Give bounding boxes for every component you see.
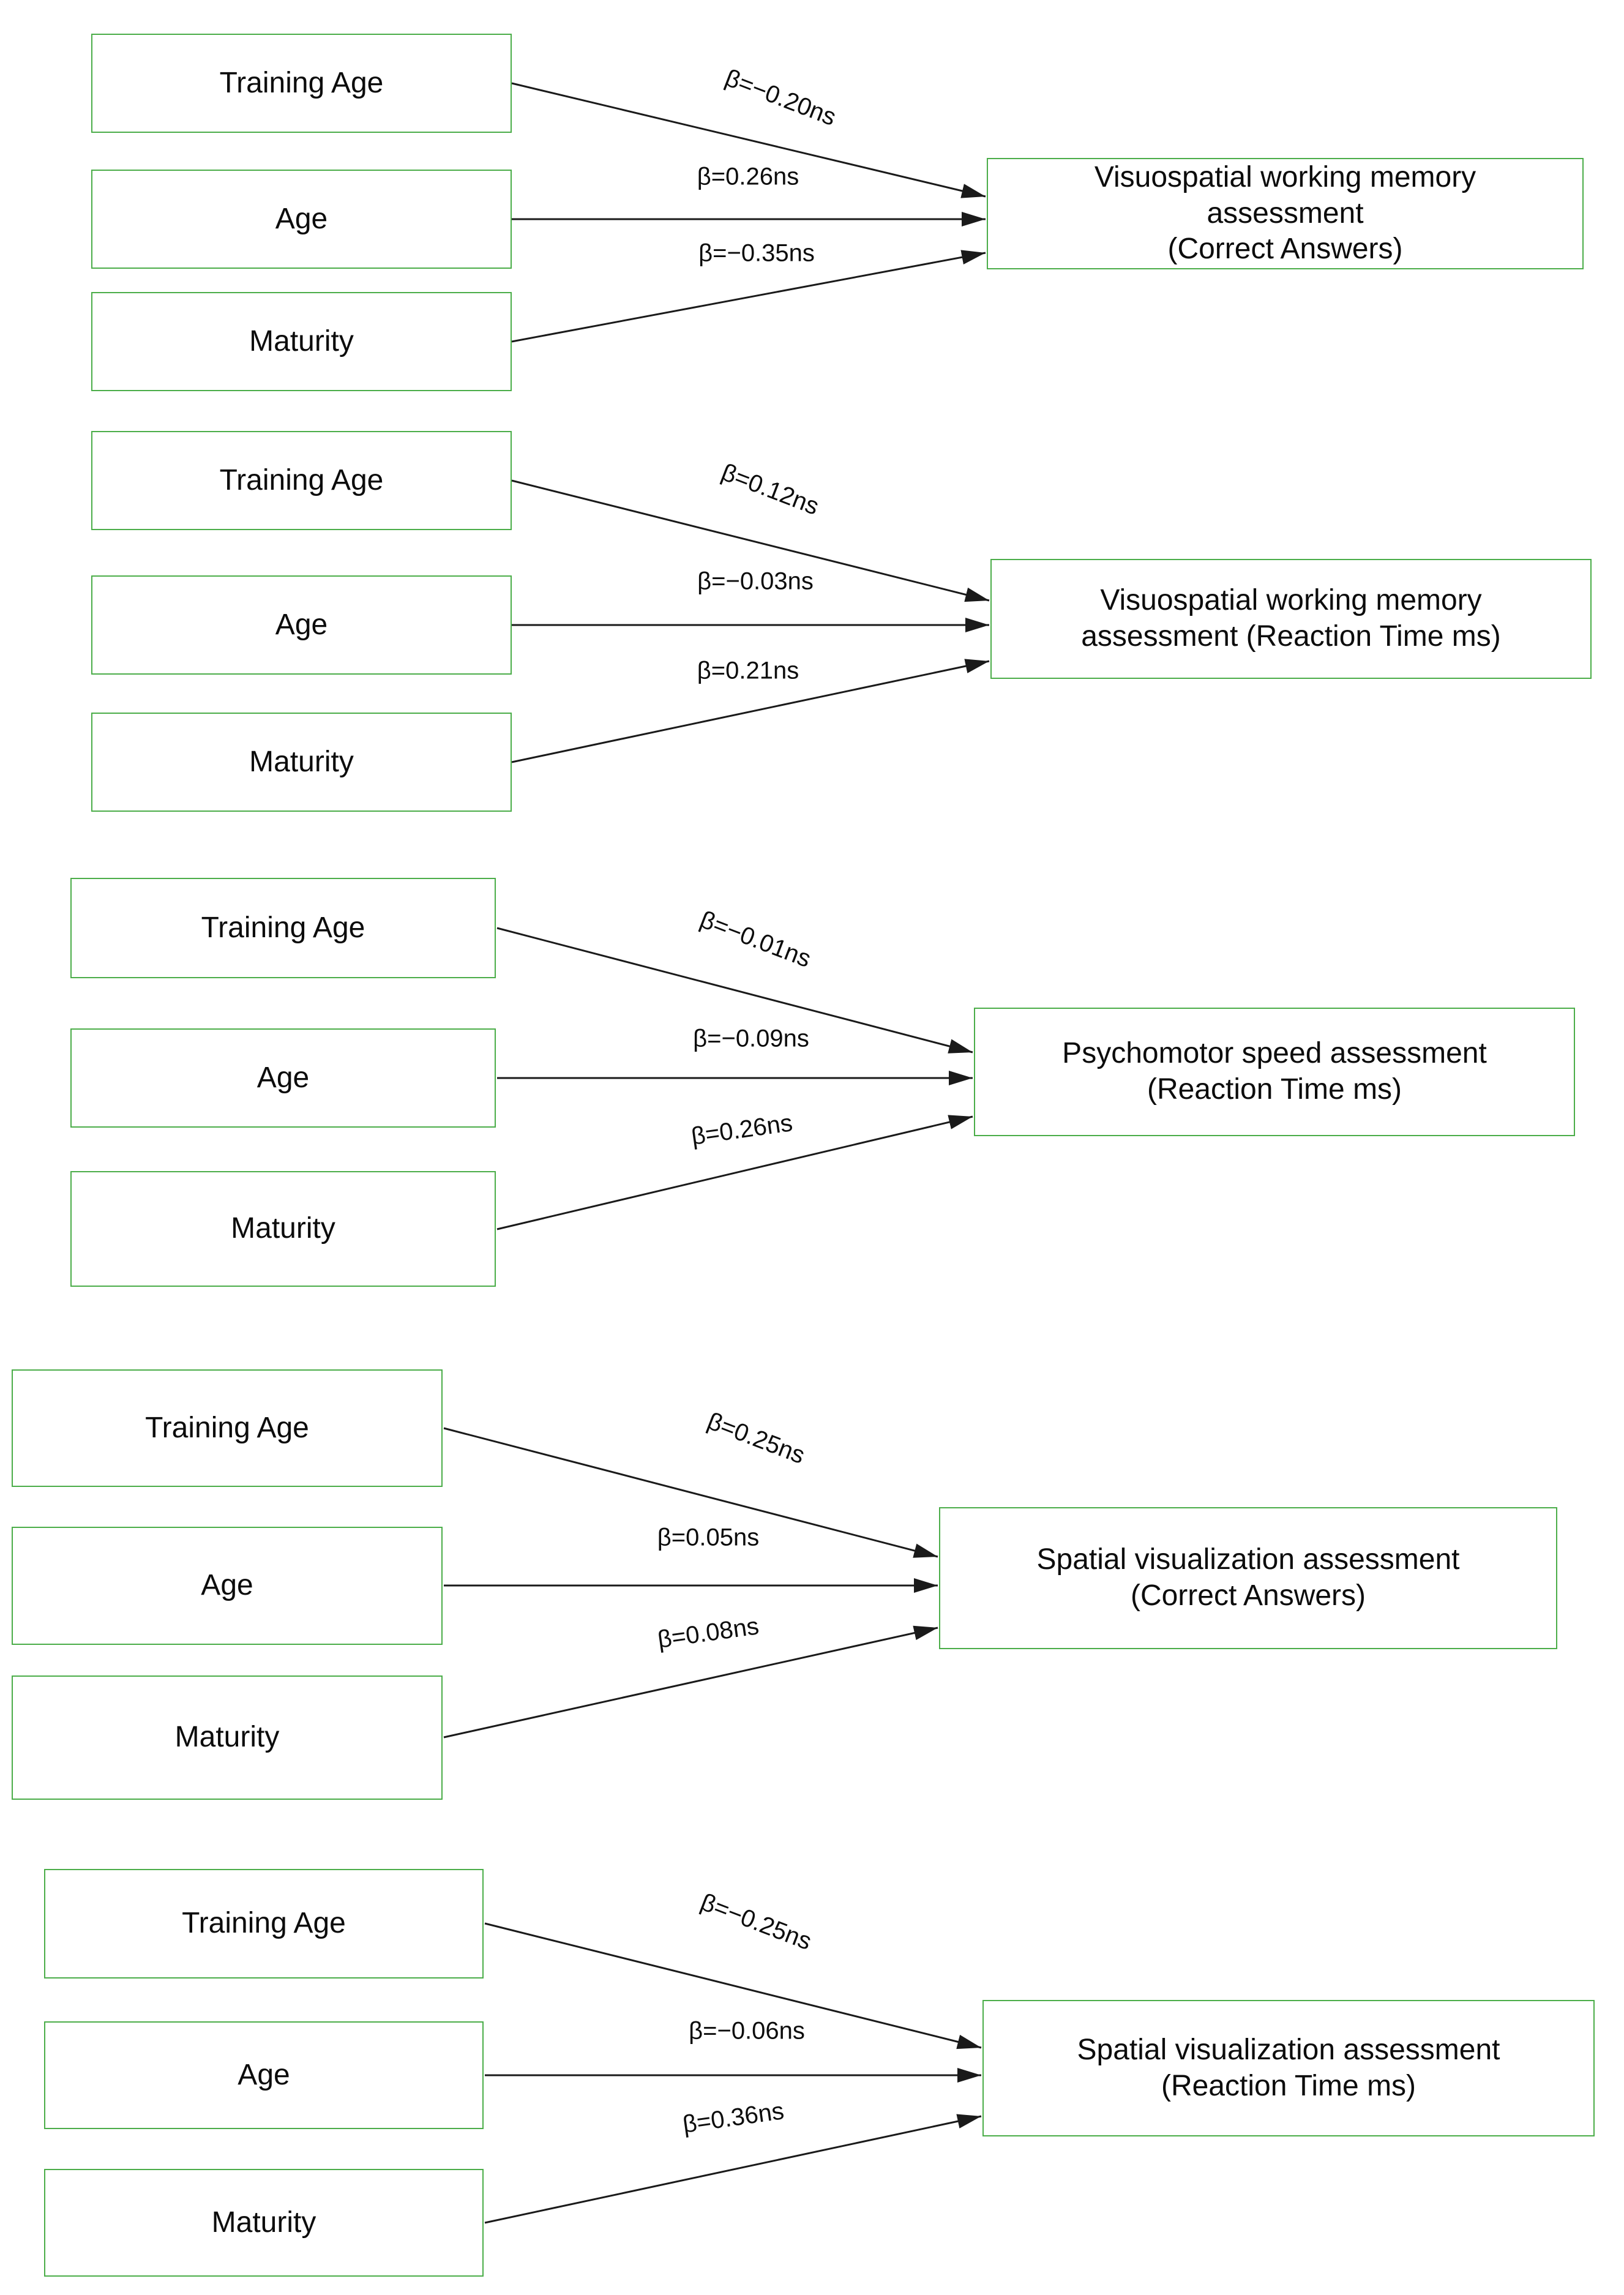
beta-coefficient-label: β=−0.03ns: [697, 567, 814, 595]
predictor-label: Age: [238, 2058, 290, 2091]
outcome-line: (Reaction Time ms): [1161, 2069, 1416, 2102]
outcome-line: Spatial visualization assessment: [1077, 2033, 1500, 2066]
arrow-g1-training: [511, 82, 986, 198]
arrow-g3-training: [496, 927, 973, 1054]
arrow-g5-training: [484, 1922, 982, 2050]
arrow-g2-maturity: [511, 659, 990, 763]
predictor-label: Age: [201, 1569, 253, 1602]
predictor-label: Maturity: [211, 2206, 316, 2239]
outcome-line: (Correct Answers): [1167, 233, 1403, 266]
predictor-label: Training Age: [201, 911, 365, 944]
predictor-box-maturity: Maturity: [91, 713, 512, 812]
outcome-line: assessment: [1207, 197, 1364, 230]
predictor-box-maturity: Maturity: [91, 292, 512, 391]
predictor-box-training-age: Training Age: [91, 34, 512, 133]
outcome-box: Spatial visualization assessment (Correc…: [939, 1507, 1557, 1649]
arrow-g3-maturity: [496, 1115, 973, 1230]
beta-coefficient-label: β=0.21ns: [697, 657, 799, 684]
predictor-box-age: Age: [44, 2021, 484, 2129]
beta-coefficient-label: β=−0.09ns: [693, 1025, 809, 1052]
outcome-line: assessment (Reaction Time ms): [1081, 620, 1501, 653]
arrow-g2-training: [511, 479, 990, 602]
arrow-g5-maturity: [484, 2114, 982, 2224]
outcome-line: (Reaction Time ms): [1147, 1073, 1402, 1106]
beta-coefficient-label: β=−0.06ns: [689, 2017, 805, 2045]
predictor-label: Training Age: [219, 66, 384, 99]
beta-coefficient-label: β=−0.35ns: [698, 239, 815, 267]
predictor-box-age: Age: [91, 575, 512, 675]
predictor-label: Maturity: [231, 1212, 335, 1245]
predictor-box-age: Age: [70, 1028, 496, 1128]
outcome-box: Psychomotor speed assessment (Reaction T…: [974, 1008, 1575, 1136]
predictor-label: Maturity: [249, 324, 354, 358]
outcome-line: (Correct Answers): [1130, 1579, 1366, 1612]
predictor-box-training-age: Training Age: [70, 878, 496, 978]
outcome-box: Visuospatial working memory assessment (…: [990, 559, 1592, 679]
predictor-label: Age: [256, 1061, 310, 1094]
predictor-label: Maturity: [174, 1721, 280, 1754]
predictor-box-maturity: Maturity: [70, 1171, 496, 1287]
predictor-label: Training Age: [182, 1907, 346, 1940]
predictor-label: Training Age: [145, 1411, 309, 1444]
beta-coefficient-label: β=0.05ns: [657, 1524, 760, 1551]
arrow-g4-maturity: [443, 1625, 938, 1739]
arrow-g1-maturity: [511, 250, 986, 343]
arrow-g4-training: [443, 1427, 938, 1558]
predictor-box-training-age: Training Age: [44, 1869, 484, 1979]
predictor-box-age: Age: [12, 1527, 443, 1645]
outcome-box: Visuospatial working memory assessment (…: [987, 158, 1584, 269]
predictor-box-training-age: Training Age: [12, 1369, 443, 1487]
predictor-box-maturity: Maturity: [44, 2169, 484, 2277]
predictor-box-training-age: Training Age: [91, 431, 512, 530]
outcome-line: Spatial visualization assessment: [1036, 1543, 1460, 1576]
outcome-line: Visuospatial working memory: [1094, 161, 1476, 194]
outcome-line: Psychomotor speed assessment: [1062, 1037, 1487, 1070]
beta-coefficient-label: β=0.26ns: [697, 163, 799, 190]
predictor-label: Training Age: [219, 463, 384, 496]
predictor-box-age: Age: [91, 170, 512, 269]
predictor-label: Age: [275, 608, 328, 641]
outcome-box: Spatial visualization assessment (Reacti…: [982, 2000, 1595, 2136]
predictor-box-maturity: Maturity: [12, 1675, 443, 1800]
outcome-line: Visuospatial working memory: [1100, 584, 1482, 617]
predictor-label: Age: [275, 202, 328, 235]
predictor-label: Maturity: [249, 745, 354, 778]
